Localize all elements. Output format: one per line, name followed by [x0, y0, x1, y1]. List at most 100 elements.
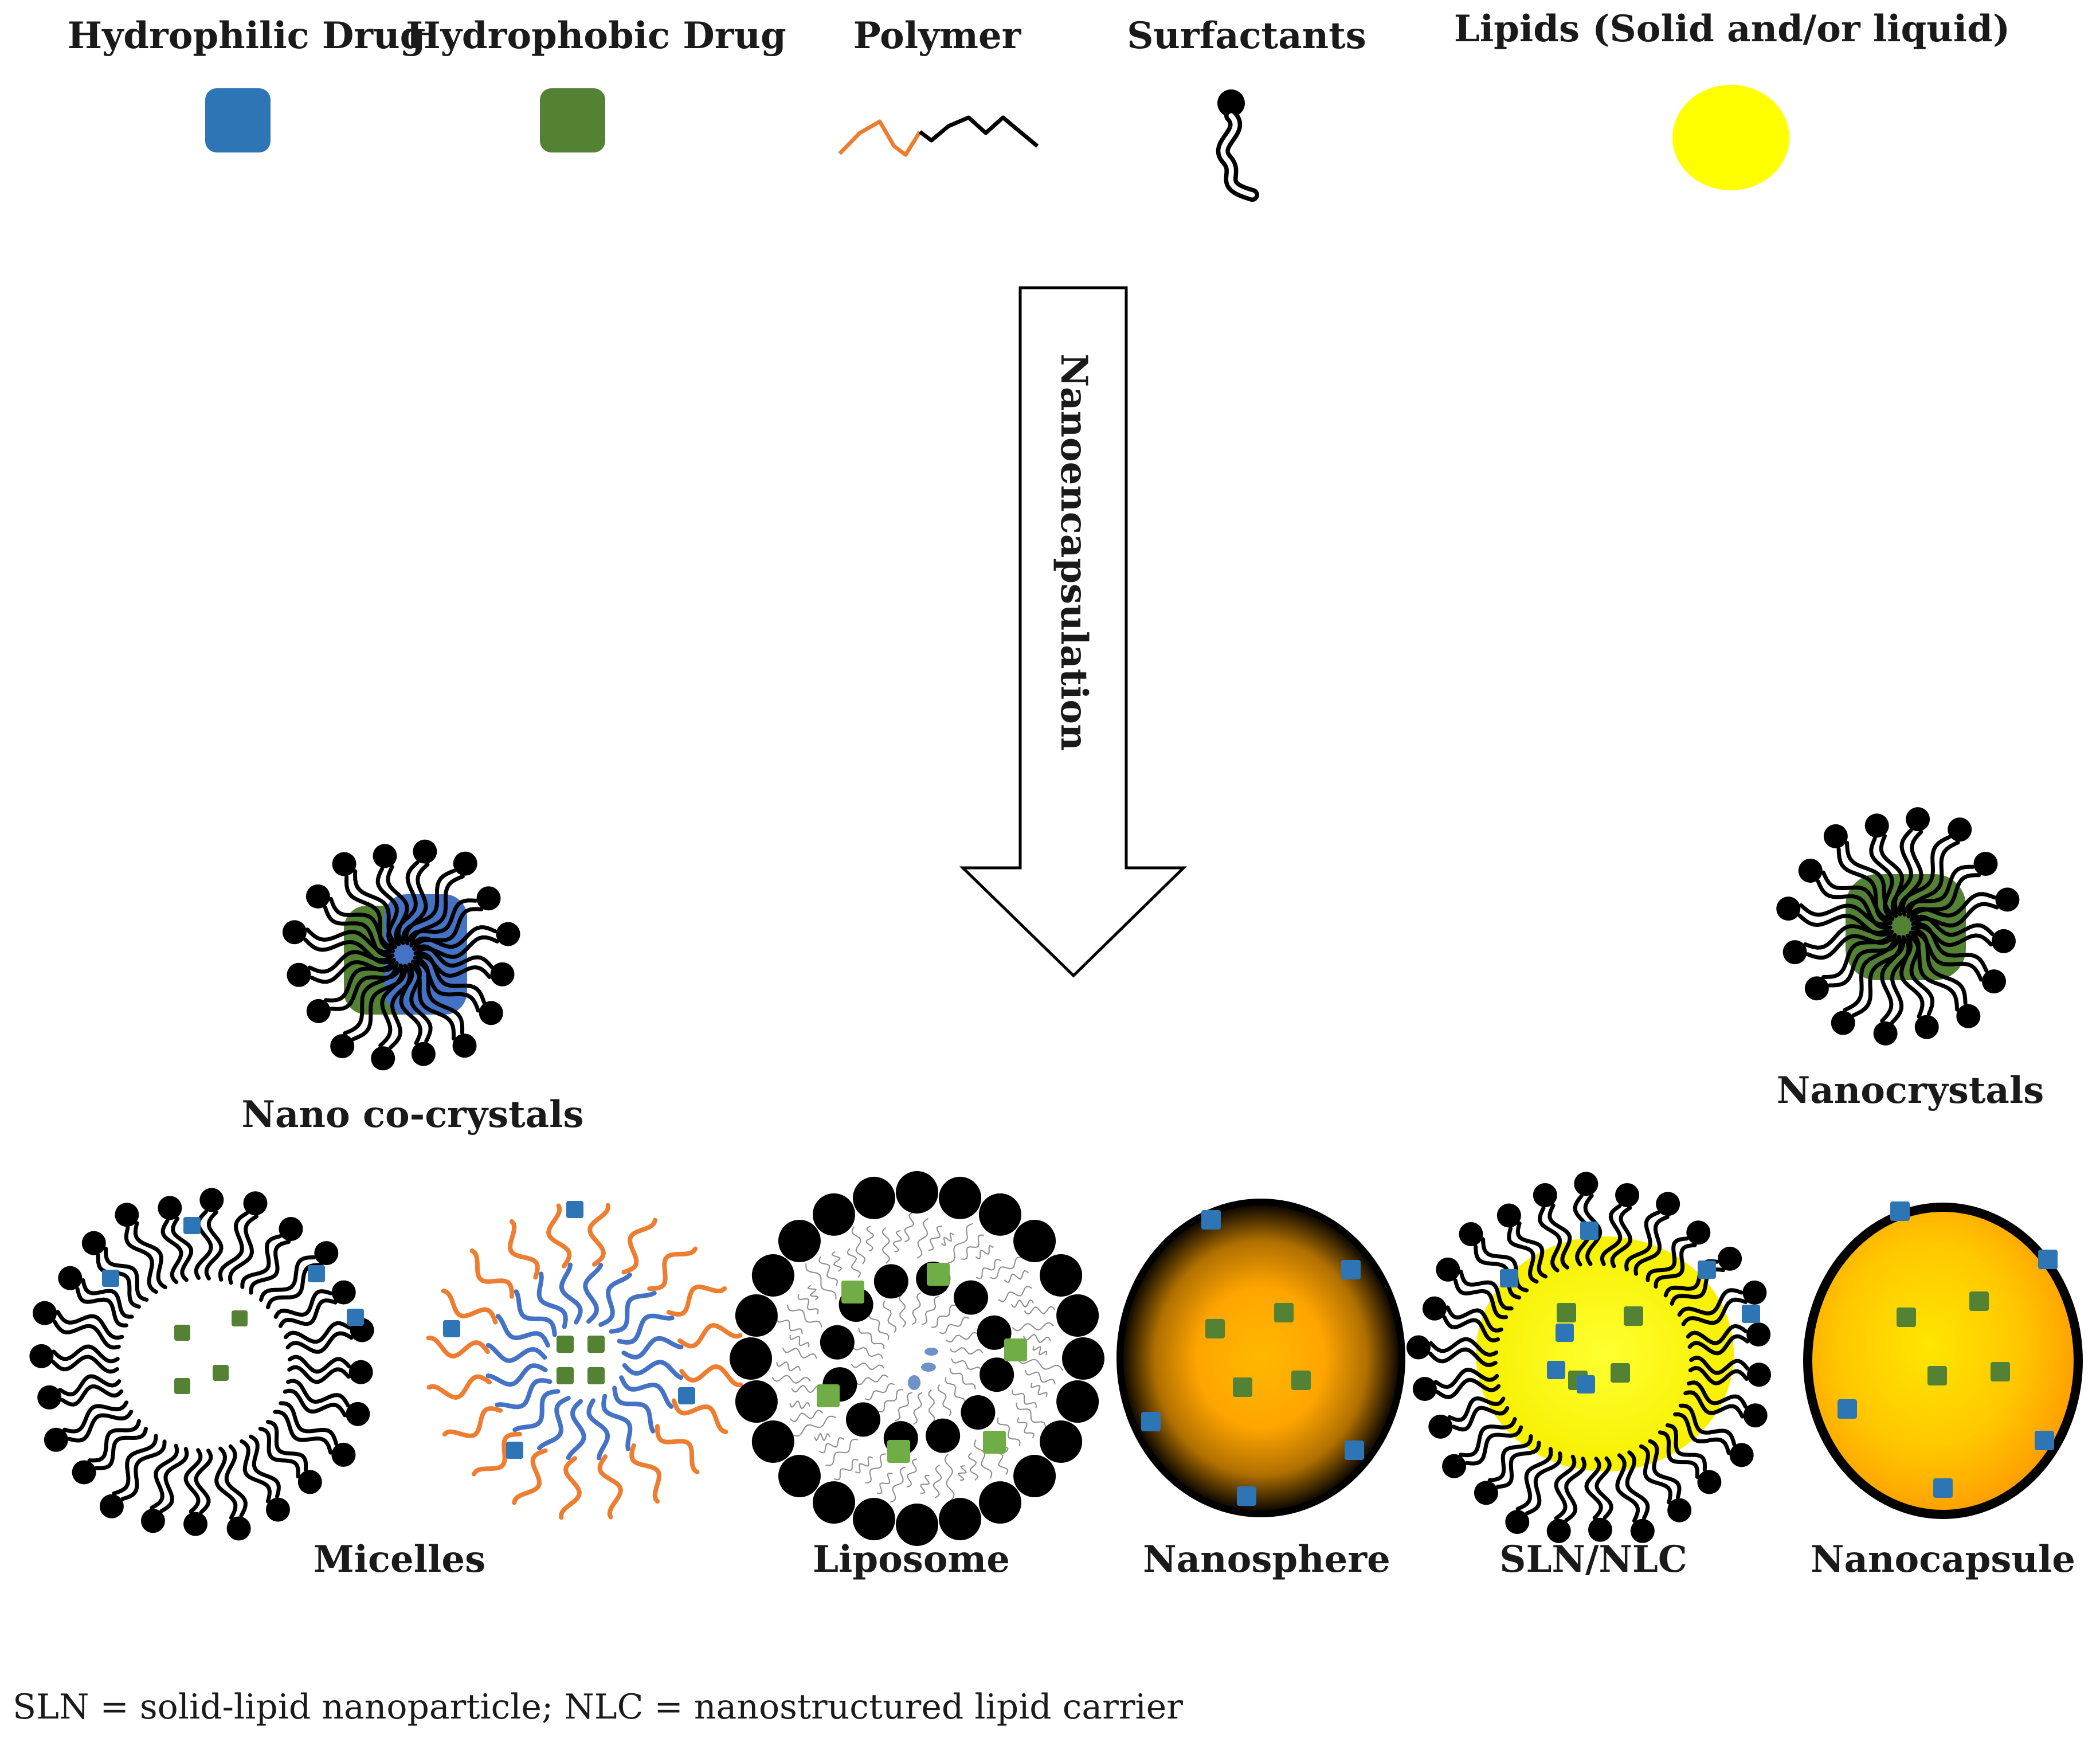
hydrophobic-drug-icon: [1927, 1366, 1947, 1385]
sln-nlc-label: SLN/NLC: [1499, 1538, 1687, 1581]
surfactant-shell: [1776, 807, 2020, 1046]
lipid-head: [979, 1193, 1021, 1236]
surfactant-head: [1729, 1443, 1754, 1467]
surfactant-tail: [1435, 1377, 1501, 1399]
hydrophilic-block: [622, 1360, 683, 1380]
surfactant-tail: [394, 860, 420, 944]
surfactant-tail: [285, 1331, 354, 1354]
surfactant-tail: [1648, 1439, 1682, 1500]
lipid-tail: [868, 1312, 890, 1340]
surfactant-tail: [171, 1216, 194, 1282]
hydrophobic-block: [666, 1284, 727, 1317]
hydrophilic-drug-icon: [2035, 1431, 2054, 1450]
sln-nlc: SLN/NLC: [1406, 1172, 1772, 1581]
surfactant-tail: [94, 1427, 148, 1470]
surfactant-head: [1686, 1220, 1711, 1245]
lipid-tail: [1010, 1299, 1035, 1309]
hydrophilic-block: [598, 1273, 632, 1327]
lipid-tail: [975, 1259, 1001, 1279]
surfactant-tail: [283, 1388, 347, 1418]
surfactant-head: [1782, 940, 1807, 965]
drug-payload: [443, 1201, 695, 1459]
surfactant-head: [115, 1203, 139, 1227]
surfactant-tail: [1687, 1334, 1750, 1356]
surfactant-head: [1459, 1222, 1483, 1246]
surfactant-head: [1914, 1015, 1939, 1039]
surfactant-head: [99, 1494, 124, 1518]
nanocapsule: Nanocapsule: [1803, 1201, 2083, 1581]
surfactant-tail: [1507, 1226, 1539, 1284]
hydrophilic-block: [514, 1289, 557, 1337]
lipid-tail: [997, 1417, 1021, 1447]
lipid-tail: [771, 1375, 811, 1384]
legend-hydrophilic-label: Hydrophilic Drug: [68, 14, 426, 57]
lipid-head: [1056, 1294, 1099, 1337]
surfactant-tail: [1654, 1243, 1697, 1289]
surfactant-tail: [1487, 1434, 1533, 1482]
surfactant-tail: [1474, 1244, 1522, 1300]
surfactant-tail: [228, 1214, 259, 1285]
hydrophilic-block: [485, 1363, 548, 1387]
hydrophilic-drug-icon: [1341, 1260, 1361, 1279]
surfactant-head: [1743, 1403, 1768, 1428]
liposome: Liposome: [730, 1171, 1104, 1581]
surfactant-head: [1776, 897, 1801, 921]
hydrophobic-drug-icon: [1004, 1338, 1027, 1361]
polymer-matrix: [1116, 1199, 1405, 1517]
hydrophilic-block: [617, 1313, 675, 1345]
lipid-tail: [877, 1472, 893, 1494]
hydrophobic-drug-icon: [557, 1336, 574, 1353]
hydrophilic-drug-icon: [1742, 1305, 1760, 1323]
lipid-tail: [834, 1459, 859, 1481]
surfactant-tail: [1445, 1305, 1503, 1333]
hydrophobic-drug-icon: [1611, 1363, 1630, 1383]
lipid-tail: [1017, 1358, 1064, 1371]
lipid-tail: [1012, 1389, 1037, 1408]
surfactant-head: [413, 839, 437, 864]
lipid-head: [979, 1481, 1021, 1524]
lipid-tail: [825, 1438, 859, 1466]
polymer-shell: [1803, 1203, 2083, 1519]
hydrophilic-drug-icon: [678, 1387, 695, 1404]
surfactant-tail: [1583, 1193, 1603, 1266]
surfactant-tail: [1851, 938, 1906, 1017]
lipid-tail: [899, 1294, 906, 1328]
hydrophobic-drug-icon: [1205, 1319, 1225, 1338]
lipid-tail: [789, 1400, 810, 1410]
drug-payload: [102, 1217, 364, 1394]
lipid-head: [961, 1395, 996, 1430]
surfactant-tail: [1673, 1412, 1731, 1455]
hydrophobic-block: [426, 1336, 490, 1359]
surfactant-tail: [1429, 1337, 1499, 1357]
lipid-head: [1040, 1420, 1083, 1463]
drug-payload: [1838, 1201, 2058, 1498]
lipid-head: [852, 1176, 895, 1219]
surfactant-tail: [240, 1234, 282, 1289]
surfactant-head: [1991, 929, 2016, 953]
surfactant-tail: [1677, 1288, 1744, 1317]
surfactant-tail: [323, 905, 391, 958]
surfactant-head: [1406, 1335, 1431, 1360]
lipid-head: [751, 1420, 794, 1463]
surfactant-head: [314, 1241, 339, 1266]
surfactant-head: [1798, 858, 1823, 883]
hydrophilic-drug-icon: [308, 1265, 325, 1282]
hydrophilic-block: [601, 1393, 633, 1451]
hydrophilic-drug-icon: [1201, 1210, 1221, 1230]
surfactant-head: [1995, 887, 2020, 912]
nanocrystals-label: Nanocrystals: [1777, 1069, 2044, 1112]
surfactant-head: [1442, 1454, 1467, 1478]
lipid-tail: [782, 1347, 817, 1359]
surfactant-tail: [51, 1355, 119, 1374]
surfactant-tail: [388, 965, 414, 1050]
surfactant-tail: [75, 1287, 128, 1328]
surfactant-tail: [351, 967, 408, 1042]
lipid-tail: [911, 1292, 922, 1325]
surfactant-head: [453, 851, 477, 876]
lipid-tail: [945, 1332, 979, 1343]
lipid-tail: [928, 1389, 935, 1423]
hydrophilic-drug-icon: [908, 1375, 920, 1390]
surfactant-head: [37, 1385, 62, 1410]
lipid-tail: [939, 1316, 970, 1334]
legend-hydrophobic-label: Hydrophobic Drug: [406, 14, 786, 57]
